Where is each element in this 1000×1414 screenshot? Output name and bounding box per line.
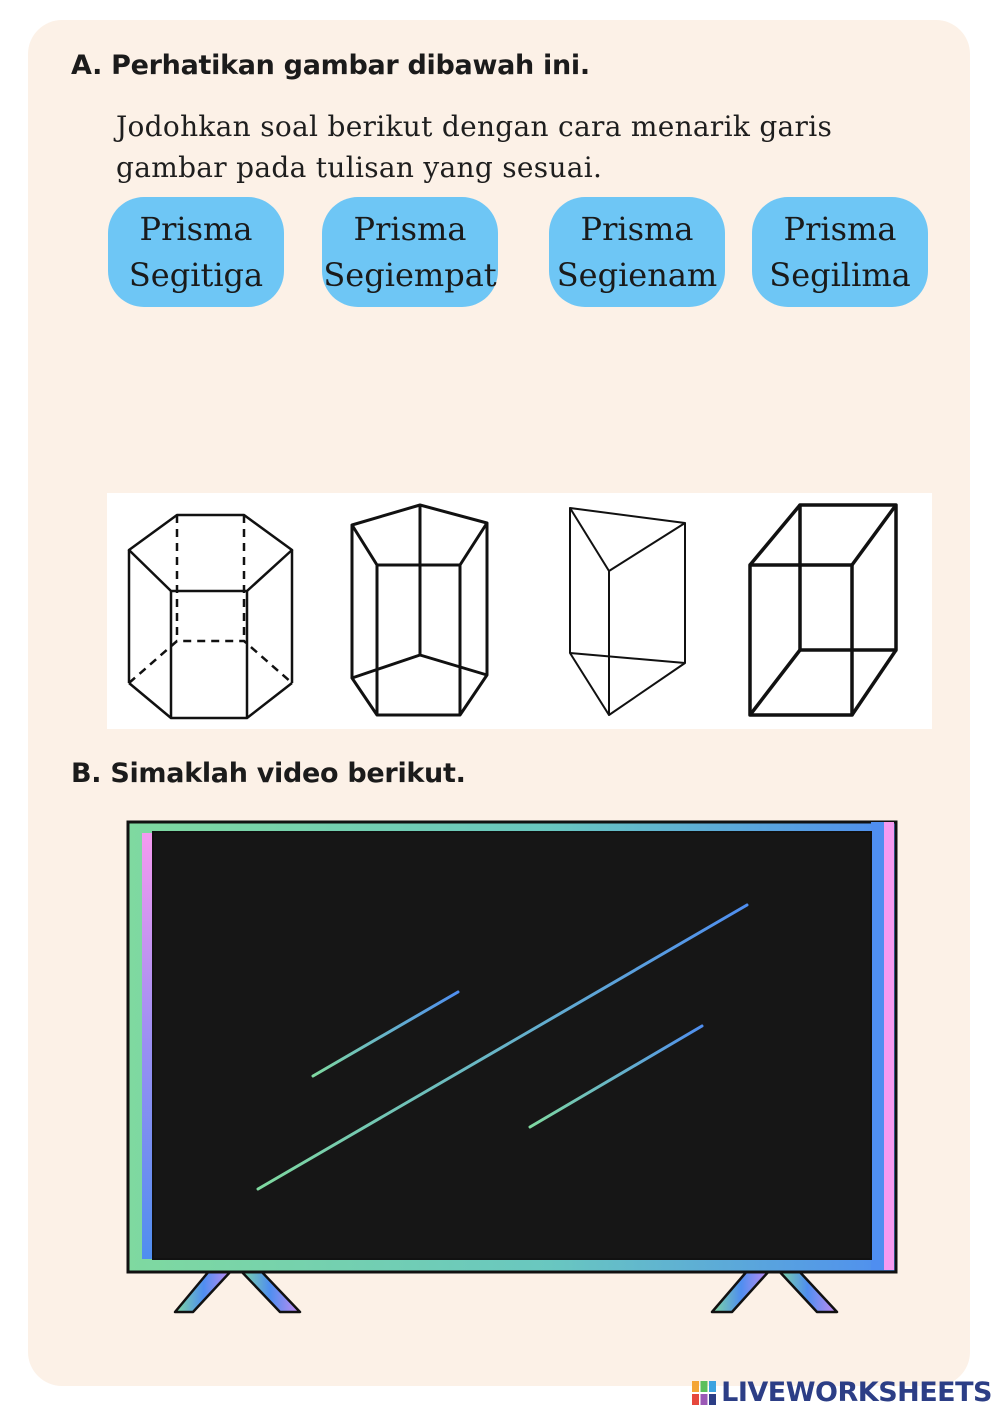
option-label-line2: Segilima xyxy=(769,256,911,294)
pentagonal-prism-icon[interactable] xyxy=(332,493,507,729)
prism-images-strip xyxy=(107,493,932,729)
option-label-line1: Prisma xyxy=(580,210,694,248)
option-prisma-segienam[interactable]: Prisma Segienam xyxy=(549,197,725,307)
hexagonal-prism-icon[interactable] xyxy=(107,493,312,729)
section-a-heading: A. Perhatikan gambar dibawah ini. xyxy=(71,50,590,81)
liveworksheets-watermark: LIVEWORKSHEETS xyxy=(691,1377,992,1408)
section-b-heading: B. Simaklah video berikut. xyxy=(71,758,466,789)
option-label-line1: Prisma xyxy=(353,210,467,248)
option-label-line1: Prisma xyxy=(139,210,253,248)
option-label-line2: Segitiga xyxy=(128,256,264,294)
option-label-line2: Segienam xyxy=(556,256,718,294)
option-prisma-segitiga[interactable]: Prisma Segitiga xyxy=(108,197,284,307)
liveworksheets-logo-icon xyxy=(692,1380,717,1405)
rectangular-prism-icon[interactable] xyxy=(732,493,912,729)
option-label-line1: Prisma xyxy=(783,210,897,248)
watermark-text: LIVEWORKSHEETS xyxy=(721,1377,992,1408)
instruction-text: Jodohkan soal berikut dengan cara menari… xyxy=(116,110,833,184)
option-prisma-segiempat[interactable]: Prisma Segiempat xyxy=(322,197,498,307)
video-player[interactable] xyxy=(120,815,902,1315)
triangular-prism-icon[interactable] xyxy=(537,493,712,729)
option-prisma-segilima[interactable]: Prisma Segilima xyxy=(752,197,928,307)
option-label-line2: Segiempat xyxy=(323,256,497,294)
